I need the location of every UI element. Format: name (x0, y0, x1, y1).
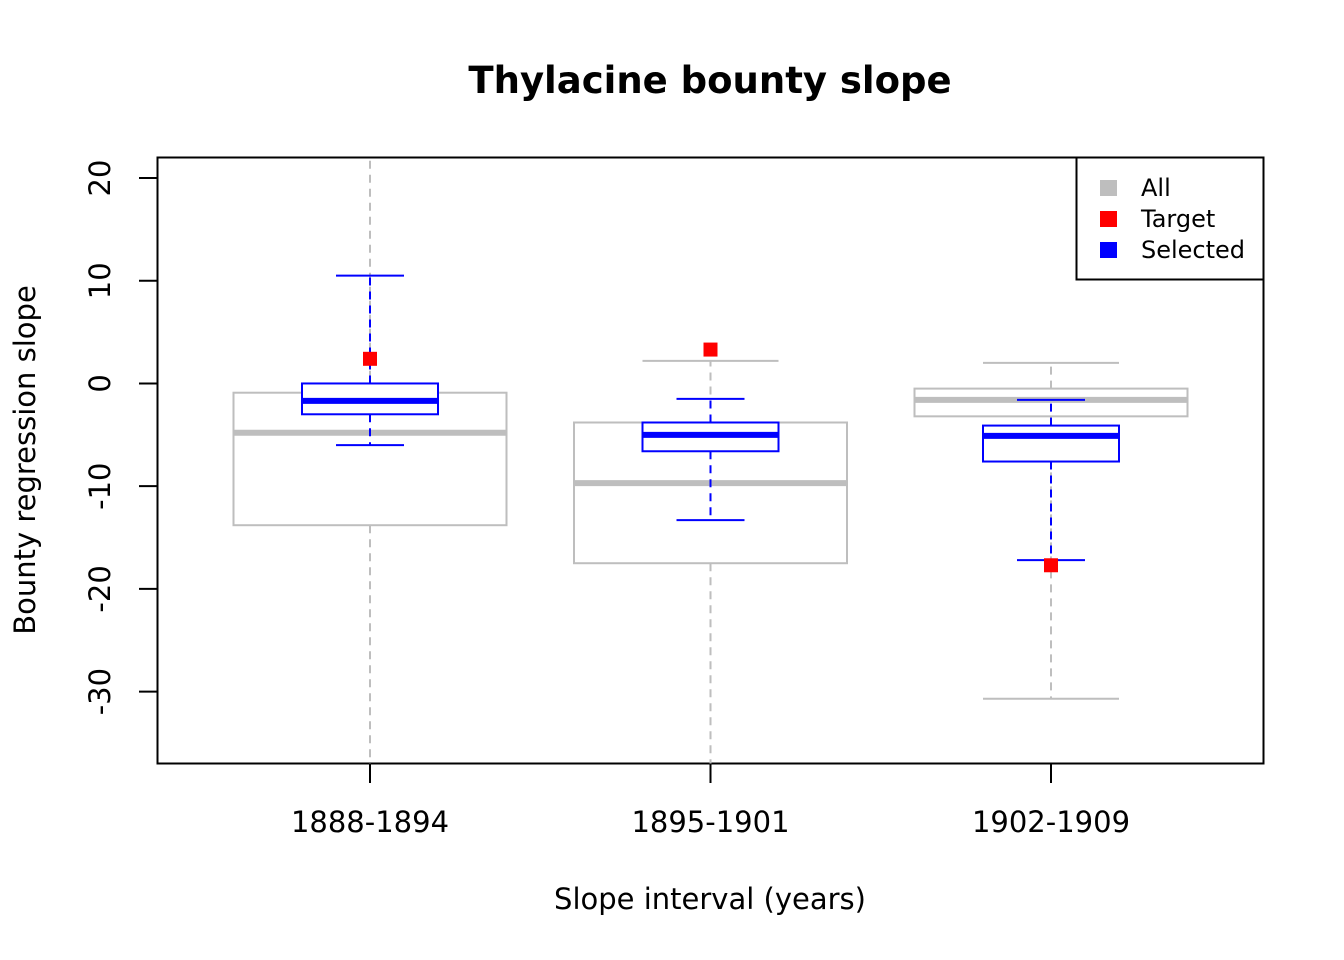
x-tick-label-2: 1902-1909 (972, 805, 1130, 839)
selected-box-2 (982, 424, 1120, 463)
target-point-0 (363, 351, 377, 366)
legend-swatch-target (1100, 211, 1117, 227)
x-tick-label-1: 1895-1901 (631, 805, 789, 839)
y-axis: -30 -20 -10 0 10 20 (83, 160, 158, 715)
y-tick-label-5: 20 (83, 160, 117, 197)
y-tick-label-2: -10 (83, 462, 117, 509)
y-axis-label: Bounty regression slope (8, 285, 42, 635)
target-point-2 (1044, 558, 1058, 573)
y-tick-label-4: 10 (83, 262, 117, 299)
legend-label-selected: Selected (1141, 236, 1245, 264)
y-tick-label-0: -30 (83, 668, 117, 715)
plot-area (232, 157, 1189, 764)
y-tick-label-1: -20 (83, 565, 117, 612)
legend-swatch-all (1100, 180, 1117, 196)
x-axis-label: Slope interval (years) (554, 882, 866, 916)
target-point-1 (703, 342, 718, 357)
legend-swatch-selected (1100, 242, 1117, 258)
y-tick-label-3: 0 (83, 374, 117, 392)
legend-label-all: All (1141, 174, 1171, 202)
chart-title: Thylacine bounty slope (468, 59, 951, 102)
legend-label-target: Target (1140, 205, 1215, 233)
x-tick-label-0: 1888-1894 (291, 805, 449, 839)
x-axis: 1888-1894 1895-1901 1902-1909 (291, 763, 1130, 839)
